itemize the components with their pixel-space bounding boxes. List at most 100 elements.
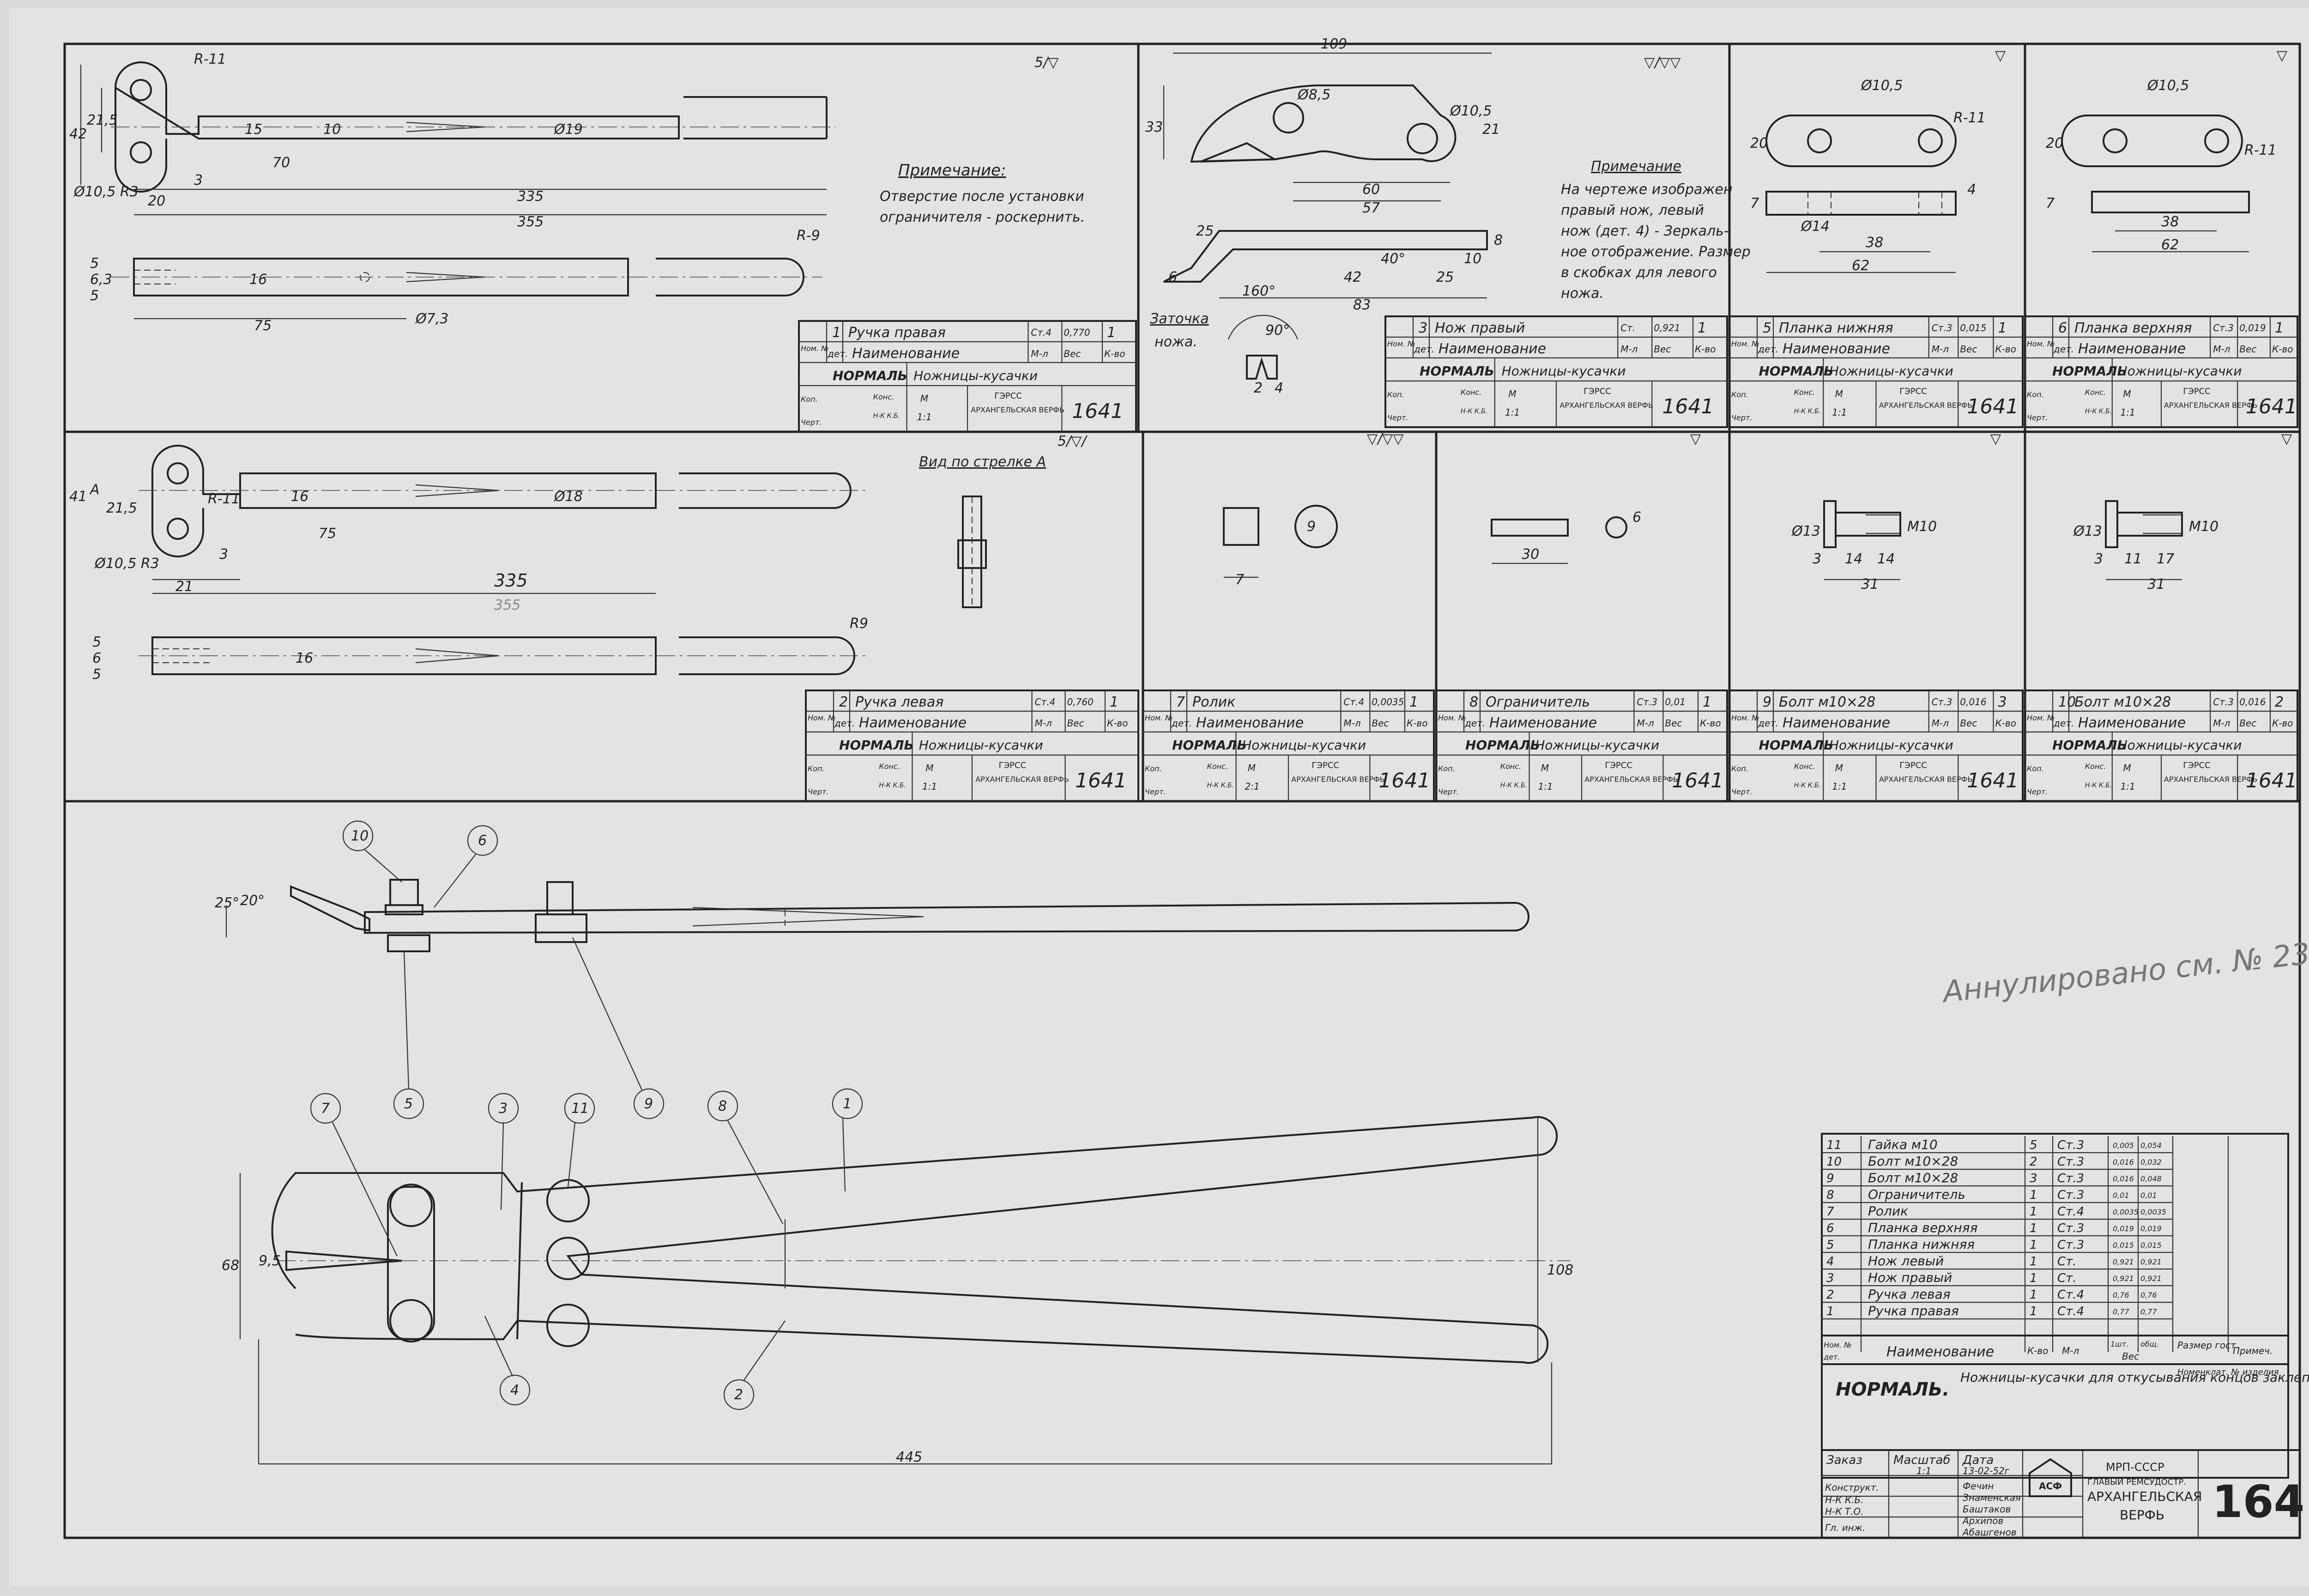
tb-p5-yard: АРХАНГЕЛЬСКАЯ ВЕРФЬ [1879,401,1973,410]
spec-row-weight1: 0,76 [2113,1291,2129,1300]
tb-p3-det: дет. [1414,344,1434,355]
p9-dim-3: 3 [1813,551,1821,567]
tb-p7-nk: Н-К К.Б. [1207,782,1234,789]
k3-dim-4: 4 [1275,380,1283,396]
tb-p2-scale: 1:1 [922,781,937,792]
k3-dim-160: 160° [1242,283,1275,299]
tb-p6-name: Планка верхняя [2074,320,2192,336]
spec-row-num: 11 [1826,1138,1842,1152]
tb-p5-colname: Наименование [1783,341,1890,357]
k3-dim-60: 60 [1362,181,1380,198]
tb-p6-chert: Черт. [2027,413,2048,422]
spec-row-weight2: 0,921 [2140,1257,2162,1266]
tb-p2-m: М [925,762,933,774]
mtb-glav: ГЛАВЫЙ РЕМСУДОСТР. [2087,1477,2186,1487]
tb-p2-nk: Н-К К.Б. [879,782,906,789]
tb-p9-nom: Ном. № [1731,713,1759,722]
tb-p6-colmat: М-л [2213,344,2230,355]
spec-row-mat: Ст. [2057,1255,2077,1269]
tb-p8-kop: Коп. [1438,764,1455,773]
spec-row-weight2: 0,76 [2140,1291,2157,1300]
tb-p9-m: М [1835,762,1843,774]
tb-p9-det: дет. [1758,718,1778,729]
tb-p1-nk: Н-К К.Б. [873,412,900,420]
mtb-scale: 1:1 [1916,1465,1931,1476]
tb-p8-standard: НОРМАЛЬ [1465,738,1540,753]
tb-p10-chert: Черт. [2027,787,2048,796]
tb-p3-qty: 1 [1698,320,1706,336]
tb-p5-standard: НОРМАЛЬ [1759,363,1834,379]
tb-p8-gersa: ГЭРСС [1605,761,1632,770]
p2-dim-3: 3 [219,546,228,562]
tb-p6-yard: АРХАНГЕЛЬСКАЯ ВЕРФЬ [2164,401,2258,410]
mtb-number: 1641 [2212,1476,2309,1528]
tb-p1-num: 1 [832,325,841,341]
spec-h-name: Наименование [1886,1344,1994,1360]
tb-p1-nom: Ном. № [801,344,829,353]
tb-p8-scale: 1:1 [1538,781,1553,792]
tb-p6-colweight: Вес [2239,344,2256,355]
p3-roughness: ▽/▽▽ [1644,54,1680,71]
spec-h-qty: К-во [2027,1345,2048,1356]
tb-p1-mat: Ст.4 [1031,327,1052,338]
tb-p10-det: дет. [2053,718,2074,729]
callout-4: 4 [510,1382,519,1398]
tb-p3-weight: 0,921 [1654,322,1680,333]
tb-p10-yard: АРХАНГЕЛЬСКАЯ ВЕРФЬ [2164,775,2258,784]
part2-drawing [139,445,987,675]
tb-p10-gersa: ГЭРСС [2183,761,2211,770]
tb-p5-qty: 1 [1998,320,2007,336]
p1-dim-10: 10 [323,121,341,138]
p1-dim-75: 75 [254,318,272,334]
tb-p10-name: Болт м10×28 [2074,694,2171,710]
tb-p7-qty: 1 [1409,694,1418,710]
p6-dim-38: 38 [2161,214,2179,230]
p7-roughness: ▽/▽▽ [1367,431,1403,447]
tb-p6-qty: 1 [2275,320,2284,336]
spec-row-name: Болт м10×28 [1868,1170,1958,1185]
p1-dim-70: 70 [272,155,290,171]
p1-dim-20: 20 [148,193,165,209]
tb-p10-mat: Ст.3 [2213,696,2234,707]
tb-p2-det: дет. [834,718,855,729]
p6-dim-20: 20 [2046,135,2063,151]
tb-p9-colqty: К-во [1995,718,2016,729]
tb-p10-nom: Ном. № [2027,713,2055,722]
p6-roughness: ▽ [2277,48,2287,64]
tb-p9-yard: АРХАНГЕЛЬСКАЯ ВЕРФЬ [1879,775,1973,784]
tb-p5-kop: Коп. [1731,390,1748,399]
mtb-scale-label: Масштаб [1893,1453,1951,1467]
p9-dim-14a: 14 [1845,551,1862,567]
tb-p8-colmat: М-л [1637,718,1654,729]
tb-p2-product: Ножницы-кусачки [919,738,1043,753]
tb-p5-det: дет. [1758,344,1778,355]
callout-1: 1 [843,1096,852,1112]
part9-drawing [1823,500,1901,580]
note2-title: Примечание [1591,158,1681,175]
tb-p5-mat: Ст.3 [1932,322,1952,333]
spec-row-mat: Ст.4 [2057,1205,2084,1219]
tb-p9-num: 9 [1763,694,1771,710]
tb-p3-kons: Конс. [1461,388,1482,397]
tb-p8-number: 1641 [1672,769,1723,792]
tb-p8-det: дет. [1464,718,1485,729]
callout-5: 5 [404,1096,413,1112]
tb-p1-gersa: ГЭРСС [994,391,1022,401]
spec-row-qty: 5 [2030,1138,2037,1152]
tb-p9-gersa: ГЭРСС [1899,761,1927,770]
tb-p9-standard: НОРМАЛЬ [1759,738,1834,753]
spec-row-weight2: 0,019 [2140,1224,2162,1233]
spec-nomen: Номенклат. № изделия [2177,1367,2279,1377]
sharpen-label2: ножа. [1154,334,1197,350]
p5-dim-20: 20 [1750,135,1768,151]
mtb-date: 13-02-52г [1963,1465,2010,1476]
p1-dim-r11: R-11 [194,51,226,67]
asm-dim-25: 25° [215,895,239,911]
p10-dim-11: 11 [2124,551,2142,567]
spec-row-name: Ограничитель [1868,1187,1965,1202]
